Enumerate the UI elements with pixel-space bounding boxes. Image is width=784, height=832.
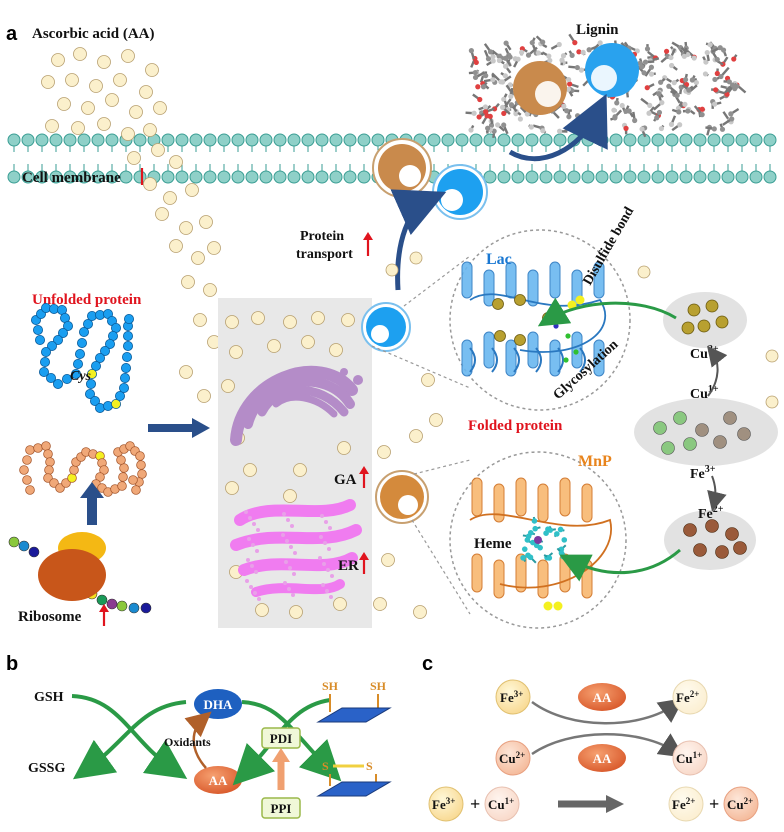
c-fe2-label: Fe2+	[676, 689, 699, 705]
ppi-label: PPI	[271, 801, 292, 816]
panel-label-c: c	[422, 653, 433, 675]
heme-label: Heme	[474, 536, 512, 552]
lignin-label: Lignin	[576, 22, 619, 38]
dha-label: DHA	[204, 697, 234, 712]
ppi-box	[261, 797, 301, 819]
mnp-label: MnP	[578, 453, 612, 470]
membrane-lac	[432, 164, 488, 220]
protein-transport-label-1: Protein	[300, 229, 344, 244]
c-fe3b-label: Fe3+	[432, 796, 455, 812]
cu1-label: Cu1+	[690, 384, 719, 402]
protein-transport-arrow	[390, 189, 447, 291]
c-aa-node-2	[578, 744, 626, 772]
ascorbic-acid-label: Ascorbic acid (AA)	[32, 26, 154, 42]
c-plus-2: +	[709, 794, 719, 814]
protein-transport-label-2: transport	[296, 247, 353, 262]
er-label: ER	[338, 558, 359, 574]
pdi-label: PDI	[270, 731, 292, 746]
sh-label-1: SH	[322, 679, 339, 693]
intracellular-aa	[221, 251, 779, 619]
folded-protein-label: Folded protein	[468, 418, 563, 434]
lac-label: Lac	[486, 251, 512, 268]
membrane-mnp	[372, 138, 432, 198]
endoplasmic-reticulum	[230, 499, 362, 601]
lignin-mnp-enzyme	[513, 61, 567, 115]
fe3-label: Fe3+	[690, 464, 716, 482]
s-label-2: S	[366, 759, 373, 773]
c-fe3-label: Fe3+	[500, 689, 523, 705]
ribosome	[8, 532, 152, 614]
s-label-1: S	[322, 759, 329, 773]
cu-to-lac-arrow	[537, 297, 677, 327]
unfolded-protein-chain	[30, 302, 135, 413]
cell-mnp	[375, 470, 429, 524]
aa-label-b: AA	[209, 773, 228, 788]
panel-label-a: a	[6, 23, 18, 45]
cu2-label: Cu2+	[690, 344, 719, 362]
unfolded-protein-label: Unfolded protein	[32, 292, 142, 308]
oxidants-label: Oxidants	[164, 735, 211, 749]
ga-label: GA	[334, 472, 357, 488]
oxidized-protein	[316, 781, 392, 797]
ribosome-label: Ribosome	[18, 609, 82, 625]
lignin-lac-enzyme	[585, 43, 639, 97]
c-cu2-label: Cu2+	[499, 750, 525, 766]
fe-to-mnp-arrow	[559, 548, 681, 582]
c-cu1b-label: Cu1+	[488, 796, 514, 812]
c-cu2b-label: Cu2+	[727, 796, 753, 812]
c-plus-1: +	[470, 794, 480, 814]
reduced-protein	[316, 707, 392, 723]
c-cu1-label: Cu1+	[676, 750, 702, 766]
golgi-apparatus	[230, 365, 363, 446]
cys-label: Cys	[70, 369, 92, 384]
cell-lac	[361, 302, 411, 352]
gsh-label: GSH	[34, 690, 64, 705]
c-fe2b-label: Fe2+	[672, 796, 695, 812]
nascent-protein-chain	[19, 441, 147, 497]
c-aa-label-2: AA	[593, 751, 612, 766]
cell-membrane-label: Cell membrane	[22, 170, 121, 186]
ascorbic-acid-molecules	[41, 47, 221, 403]
sh-label-2: SH	[370, 679, 387, 693]
gssg-label: GSSG	[28, 761, 65, 776]
panel-label-b: b	[6, 653, 18, 675]
c-aa-node-1	[578, 683, 626, 711]
aa-node-b	[194, 766, 242, 794]
secretion-arrow	[508, 93, 608, 162]
mnp-zoom	[449, 451, 627, 629]
c-aa-label-1: AA	[593, 690, 612, 705]
